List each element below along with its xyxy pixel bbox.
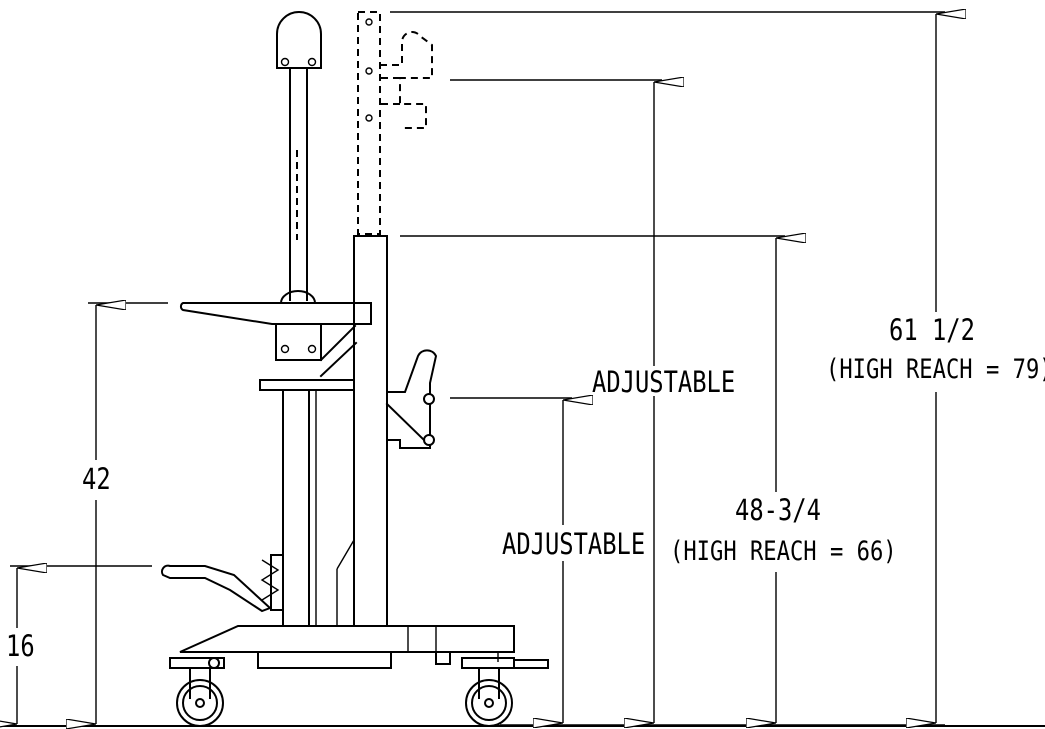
- dimension-lines: [17, 14, 936, 724]
- total-height-high-reach-note: (HIGH REACH = 79): [826, 354, 1045, 385]
- rear-mast: [276, 11, 322, 305]
- left-caster: [169, 657, 225, 727]
- extended-column-dashed: [357, 11, 433, 235]
- extension-lines: [10, 11, 945, 727]
- base-chassis: [179, 625, 549, 669]
- middle-platform: [259, 379, 355, 627]
- main-column: [336, 235, 388, 627]
- total-height-label: 61 1/2: [889, 313, 975, 347]
- lower-adjustable-label: ADJUSTABLE: [502, 527, 646, 561]
- pedal-height-label: 16: [6, 629, 35, 663]
- tray-arm: [179, 302, 372, 378]
- right-caster: [461, 657, 515, 727]
- tray-height-label: 42: [82, 462, 111, 496]
- upper-adjustable-label: ADJUSTABLE: [592, 365, 736, 399]
- column-height-label: 48-3/4: [735, 493, 821, 527]
- push-handle: [385, 349, 438, 449]
- column-height-high-reach-note: (HIGH REACH = 66): [670, 536, 897, 567]
- foot-pedal: [160, 554, 284, 613]
